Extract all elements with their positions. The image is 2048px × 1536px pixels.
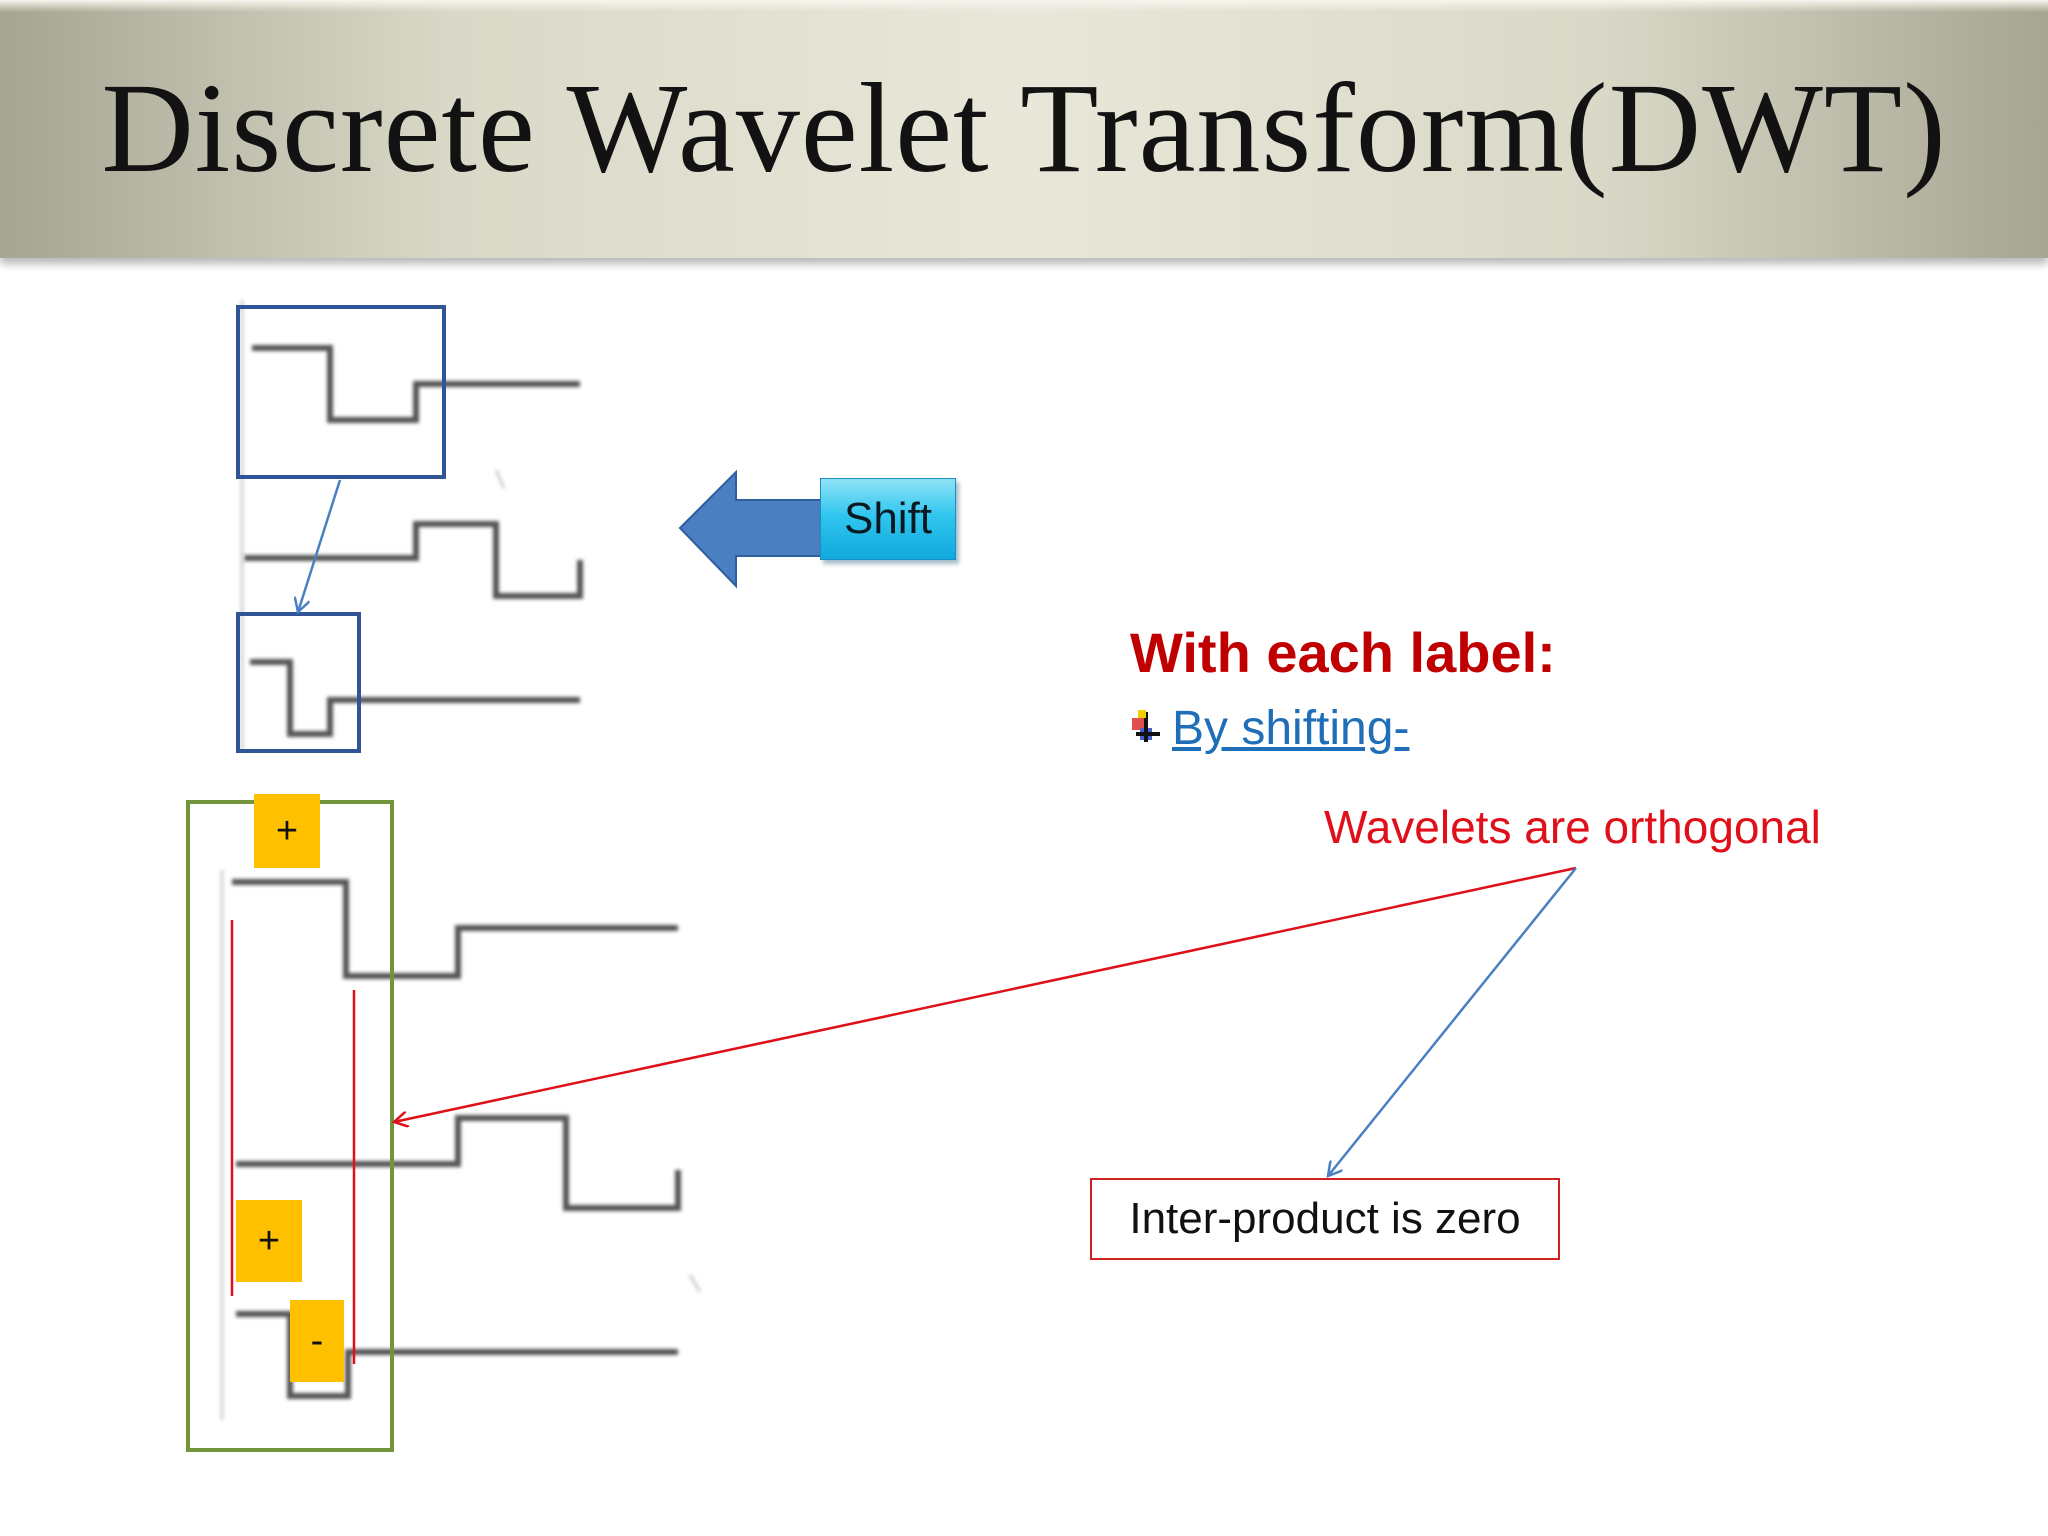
by-shifting-link[interactable]: By shifting-: [1172, 701, 1410, 755]
haar-waveforms-top: [244, 345, 583, 737]
inter-product-box: Inter-product is zero: [1090, 1178, 1560, 1260]
plus-sign-badge-bottom: +: [236, 1200, 302, 1282]
haar-waveforms-bottom: [232, 879, 681, 1399]
shift-left-arrow-icon: [678, 469, 831, 589]
faint-axis-marks: [240, 300, 506, 750]
wavelet-highlight-box-large: [236, 305, 446, 479]
orthogonal-pointer-red: [394, 866, 1577, 1122]
plus-sign-badge-top: +: [254, 794, 320, 868]
zero-product-pointer-blue: [1328, 867, 1577, 1176]
cross-bullet-icon: [1130, 708, 1164, 748]
shift-button[interactable]: Shift: [820, 478, 956, 560]
faint-axis-marks-bottom: [220, 870, 702, 1420]
title-banner: Discrete Wavelet Transform(DWT): [0, 0, 2048, 258]
minus-sign-badge: -: [290, 1300, 344, 1382]
wavelet-highlight-box-small: [236, 612, 361, 753]
slide-title: Discrete Wavelet Transform(DWT): [101, 57, 1947, 199]
bullet-item: By shifting-: [1130, 698, 1409, 758]
label-heading: With each label:: [1130, 621, 1556, 684]
scale-down-connector: [298, 479, 342, 612]
orthogonal-note: Wavelets are orthogonal: [1324, 801, 1821, 853]
